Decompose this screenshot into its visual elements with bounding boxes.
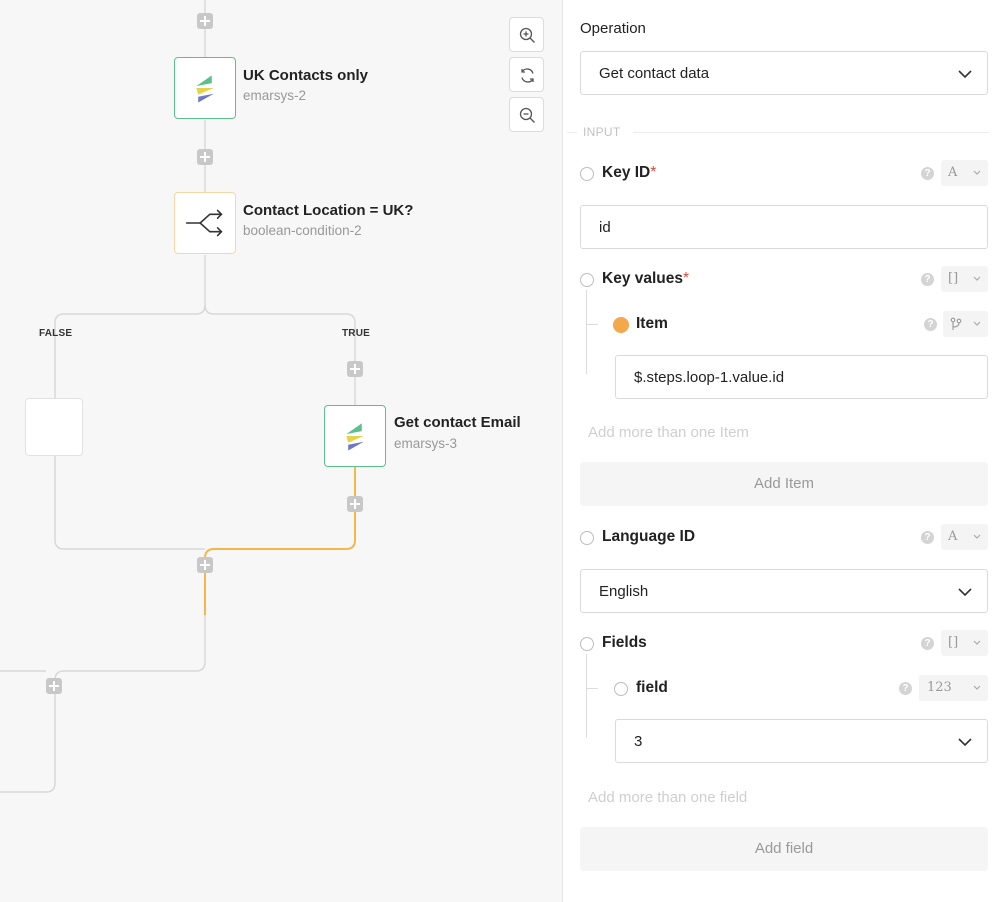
key-values-label: Key values* — [602, 270, 690, 287]
type-selector[interactable]: [] — [941, 266, 988, 292]
help-icon[interactable]: ? — [921, 531, 934, 544]
help-icon[interactable]: ? — [921, 637, 934, 650]
field-select[interactable]: 3 — [615, 719, 988, 763]
chevron-down-icon — [973, 321, 981, 326]
add-step-button[interactable] — [347, 361, 363, 377]
fields-label: Fields — [602, 634, 647, 651]
key-id-label: Key ID* — [602, 164, 657, 181]
type-selector[interactable]: A — [941, 160, 988, 186]
workflow-canvas[interactable]: UK Contacts only emarsys-2 Contact Locat… — [0, 0, 562, 902]
add-item-button[interactable]: Add Item — [580, 462, 988, 506]
chevron-down-icon — [973, 534, 981, 539]
language-id-label: Language ID — [602, 528, 696, 545]
type-selector[interactable]: 123 — [919, 675, 988, 701]
fields-radio[interactable] — [580, 637, 594, 651]
key-id-input[interactable]: id — [580, 205, 988, 249]
add-step-button[interactable] — [197, 557, 213, 573]
item-label: Item — [636, 315, 668, 332]
add-step-button[interactable] — [197, 13, 213, 29]
help-icon[interactable]: ? — [921, 167, 934, 180]
type-selector[interactable]: [] — [941, 630, 988, 656]
help-icon[interactable]: ? — [899, 682, 912, 695]
emarsys-logo-icon — [196, 75, 214, 103]
add-step-button[interactable] — [46, 678, 62, 694]
chevron-down-icon — [973, 170, 981, 175]
divider — [567, 132, 577, 133]
node-subtitle: emarsys-3 — [394, 436, 458, 451]
chevron-down-icon — [958, 70, 972, 79]
node-subtitle: emarsys-2 — [243, 88, 307, 103]
add-field-button[interactable]: Add field — [580, 827, 988, 871]
type-selector[interactable]: A — [941, 524, 988, 550]
add-more-hint: Add more than one field — [588, 789, 748, 806]
field-label: field — [636, 679, 668, 696]
node-subtitle: boolean-condition-2 — [243, 223, 362, 238]
zoom-in-button[interactable] — [509, 17, 544, 52]
help-icon[interactable]: ? — [921, 273, 934, 286]
tree-connector — [586, 324, 598, 325]
zoom-in-icon — [519, 27, 535, 43]
language-select[interactable]: English — [580, 569, 988, 613]
key-id-radio[interactable] — [580, 167, 594, 181]
step-config-panel: Operation Get contact data INPUT Key ID*… — [562, 0, 1000, 902]
branch-label-true: TRUE — [342, 328, 371, 339]
add-step-button[interactable] — [197, 149, 213, 165]
item-status-dot[interactable] — [613, 317, 629, 333]
tree-connector — [586, 290, 587, 374]
language-id-radio[interactable] — [580, 531, 594, 545]
key-values-radio[interactable] — [580, 273, 594, 287]
refresh-icon — [521, 68, 534, 83]
branch-split-icon — [185, 209, 223, 237]
branch-icon — [950, 317, 962, 330]
operation-label: Operation — [580, 20, 646, 37]
chevron-down-icon — [973, 685, 981, 690]
operation-value: Get contact data — [599, 65, 710, 82]
add-more-hint: Add more than one Item — [588, 424, 749, 441]
type-selector[interactable] — [943, 311, 988, 337]
divider — [633, 132, 989, 133]
node-title: Get contact Email — [394, 414, 521, 431]
emarsys-logo-icon — [346, 423, 364, 451]
chevron-down-icon — [973, 276, 981, 281]
section-label-input: INPUT — [583, 125, 621, 139]
item-input[interactable]: $.steps.loop-1.value.id — [615, 355, 988, 399]
add-step-button[interactable] — [347, 496, 363, 512]
chevron-down-icon — [958, 588, 972, 597]
help-icon[interactable]: ? — [924, 318, 937, 331]
chevron-down-icon — [973, 640, 981, 645]
chevron-down-icon — [958, 738, 972, 747]
workflow-node-uk-contacts[interactable] — [174, 57, 236, 119]
branch-label-false: FALSE — [39, 328, 73, 339]
zoom-out-icon — [519, 107, 535, 123]
refresh-button[interactable] — [509, 57, 544, 92]
tree-connector — [586, 654, 587, 738]
tree-connector — [586, 688, 598, 689]
operation-select[interactable]: Get contact data — [580, 51, 988, 95]
node-title: Contact Location = UK? — [243, 202, 414, 219]
field-radio[interactable] — [614, 682, 628, 696]
workflow-node-condition[interactable] — [174, 192, 236, 254]
workflow-node-get-contact-email[interactable] — [324, 405, 386, 467]
zoom-out-button[interactable] — [509, 97, 544, 132]
empty-step-placeholder[interactable] — [25, 398, 83, 456]
node-title: UK Contacts only — [243, 67, 369, 84]
connector-lines — [0, 0, 356, 793]
